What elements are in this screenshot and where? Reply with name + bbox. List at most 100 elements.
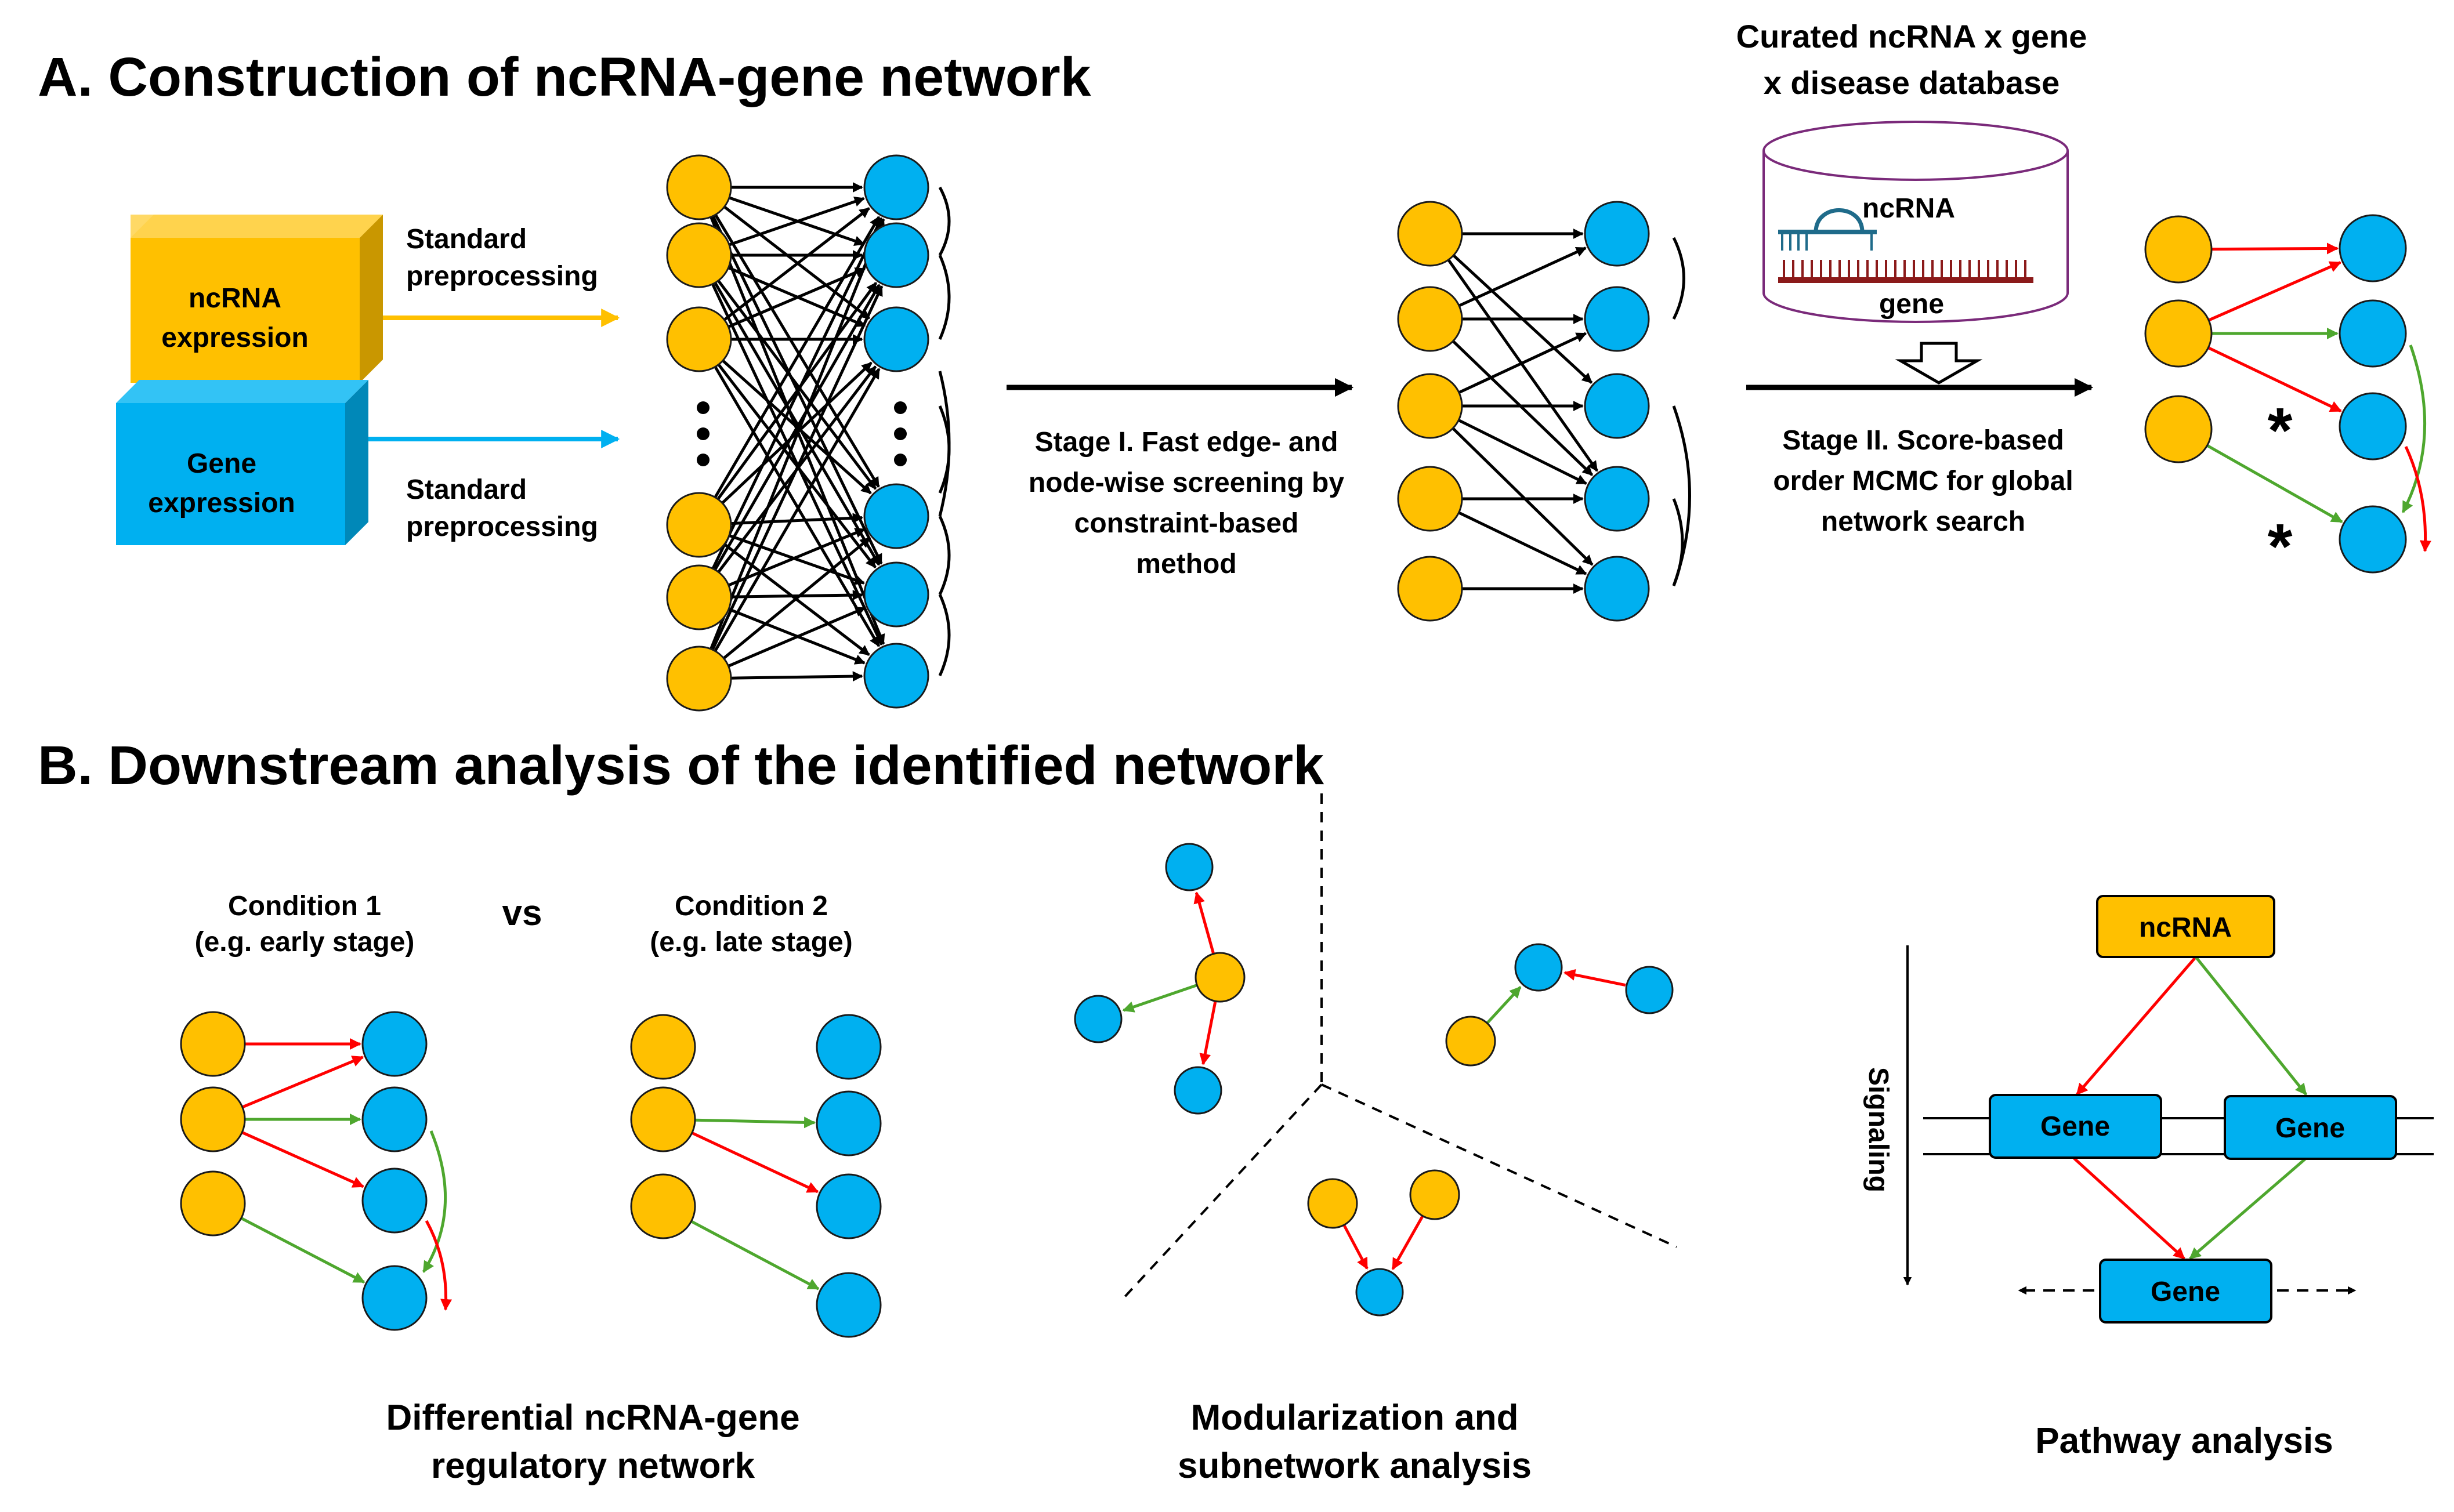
ncrna-node	[180, 1170, 246, 1237]
activation-edge	[691, 1132, 819, 1194]
signaling-label: Signaling	[1863, 1067, 1894, 1192]
candidate-edge	[714, 368, 881, 652]
activation-edge	[241, 1056, 364, 1109]
ncrna-node	[1409, 1169, 1460, 1220]
preprocess-top-line2: preprocessing	[406, 261, 598, 292]
vertical-ellipsis-right	[894, 401, 907, 466]
gene-node	[1514, 943, 1563, 992]
gene-node	[1584, 201, 1650, 267]
gene-box-label-line2: expression	[148, 488, 295, 518]
inhibition-edge	[694, 1116, 816, 1129]
gene-node	[1174, 1066, 1222, 1115]
candidate-edge	[730, 671, 863, 682]
ncrna-node	[1445, 1016, 1496, 1067]
gene-gene-link	[938, 254, 951, 340]
caption-modularization-line2: subnetwork analysis	[1178, 1446, 1532, 1486]
ncrna-node	[1397, 556, 1463, 622]
gene-node	[1584, 286, 1650, 352]
ncrna-node	[666, 646, 732, 712]
asterisk-1: *	[2268, 395, 2293, 466]
gene-node	[1584, 556, 1650, 622]
condition2-line1: Condition 2	[675, 891, 828, 922]
activation-edge	[1193, 891, 1215, 955]
candidate-edge	[730, 590, 863, 601]
pathway-gene-right-box	[2224, 1095, 2397, 1160]
gene-node	[1074, 995, 1123, 1043]
preprocess-top-line1: Standard	[406, 224, 527, 255]
candidate-edge	[729, 534, 866, 585]
panel-a-title: A. Construction of ncRNA-gene network	[38, 46, 1091, 108]
preprocess-bottom-line2: preprocessing	[406, 512, 598, 542]
gene-gene-activation	[425, 1220, 453, 1311]
condition1-line1: Condition 1	[228, 891, 381, 922]
panel-b-title: B. Downstream analysis of the identified…	[38, 735, 1324, 796]
candidate-edge	[727, 606, 866, 668]
stage1-line4: method	[1136, 549, 1236, 579]
screened-edge	[1458, 511, 1587, 575]
ncrna-node	[630, 1014, 696, 1080]
inhibition-edge	[240, 1217, 365, 1283]
ncrna-node	[2144, 215, 2213, 284]
gene-node	[816, 1272, 882, 1338]
gene-node	[1165, 843, 1214, 891]
database-gene-label: gene	[1879, 289, 1944, 320]
candidate-edge	[711, 217, 883, 570]
ncrna-node	[2144, 395, 2213, 463]
ncrna-node	[630, 1173, 696, 1239]
condition2-line2: (e.g. late stage)	[650, 927, 852, 958]
pathway-diagram: Signaling ncRNA Gene Gene Gene	[1863, 895, 2434, 1324]
activation-edge	[1391, 1215, 1424, 1270]
preprocess-bottom-line1: Standard	[406, 474, 527, 505]
inhibition-edge	[1122, 984, 1198, 1013]
ncrna-expression-box: ncRNA expression	[131, 215, 383, 383]
stage1-line3: constraint-based	[1074, 508, 1299, 539]
candidate-edge	[714, 284, 881, 571]
inhibition-edge	[2206, 444, 2343, 524]
module-separator-lines	[1121, 793, 1677, 1300]
pathway-gene-bottom-box	[2099, 1259, 2272, 1324]
gene-expression-box: Gene expression	[116, 380, 368, 545]
vs-label: vs	[502, 893, 542, 933]
gene-gene-link	[1672, 237, 1685, 320]
screened-edge	[1458, 419, 1587, 485]
gene-node	[2339, 214, 2407, 282]
candidate-edge	[730, 513, 863, 525]
screened-network	[1397, 201, 1691, 622]
candidate-edge	[727, 528, 866, 587]
gene-node	[816, 1014, 882, 1080]
database-ncrna-label: ncRNA	[1862, 193, 1955, 224]
gene-gene-link	[938, 515, 951, 596]
ncrna-node	[180, 1011, 246, 1077]
candidate-edge	[711, 285, 884, 651]
gene-gene-inhibition	[2401, 345, 2427, 513]
final-network	[2144, 214, 2431, 574]
inhibition-edge	[1486, 986, 1522, 1024]
screened-edge	[1447, 259, 1599, 472]
stage1-line2: node-wise screening by	[1029, 467, 1344, 498]
stage2-line1: Stage II. Score-based	[1782, 425, 2064, 456]
ncrna-node	[180, 1086, 246, 1152]
gene-gene-link	[938, 593, 951, 677]
vertical-ellipsis-left	[697, 401, 710, 466]
gene-node	[361, 1167, 428, 1234]
database-down-arrow	[1895, 342, 1983, 385]
gene-node	[816, 1090, 882, 1156]
condition2-network	[630, 1014, 882, 1338]
caption-modularization-line1: Modularization and	[1191, 1398, 1519, 1438]
gene-node	[863, 561, 929, 628]
database-cylinder: ncRNA gene	[1762, 121, 2069, 323]
gene-node	[863, 154, 929, 220]
ncrna-node	[630, 1086, 696, 1152]
ncrna-node	[666, 222, 732, 288]
screened-edge	[1452, 427, 1594, 566]
caption-pathway: Pathway analysis	[2035, 1421, 2333, 1461]
activation-edge	[2208, 261, 2341, 322]
pathway-gene-left-label: Gene	[2040, 1111, 2110, 1142]
full-candidate-network	[666, 154, 951, 712]
candidate-edge	[714, 216, 881, 498]
candidate-edge	[714, 213, 880, 488]
stage2-line3: network search	[1821, 506, 2025, 537]
gene-node	[1584, 466, 1650, 532]
gene-node	[361, 1086, 428, 1152]
gene-node	[2339, 299, 2407, 368]
